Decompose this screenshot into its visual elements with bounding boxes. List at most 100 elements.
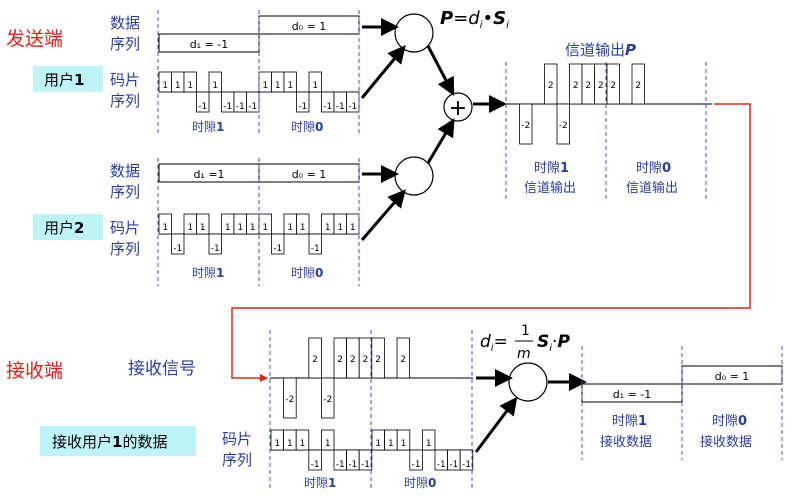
u2-chip-label-2: 序列 bbox=[110, 240, 140, 258]
u1-slot0-chip-label: -1 bbox=[348, 102, 357, 112]
u1-d1-box bbox=[158, 33, 260, 53]
u2-slot1-chip bbox=[158, 213, 172, 235]
u1-slot1-chip-label: -1 bbox=[248, 102, 257, 112]
u1-slot1-chip-label: 1 bbox=[187, 81, 193, 91]
u2-chip-arrow bbox=[360, 189, 406, 241]
u1-slot1-chip-label: -1 bbox=[236, 102, 245, 112]
recv-slot1-chip bbox=[358, 449, 373, 471]
u1-slot0-chip bbox=[283, 71, 297, 93]
recv-slot0-chip bbox=[409, 449, 423, 471]
recv-chip-label-2: 序列 bbox=[222, 451, 252, 469]
u2-slot0-chip-label: -1 bbox=[273, 244, 282, 254]
recv-bar-label: -2 bbox=[285, 395, 294, 405]
recv-signal-label: 接收信号 bbox=[128, 359, 196, 379]
u2-slot1-chip-label: -1 bbox=[211, 244, 220, 254]
ch-slot1-label-b: 信道输出 bbox=[524, 180, 576, 196]
recv-slot1-chip bbox=[308, 449, 322, 471]
u2-slot0-chip-label: 1 bbox=[337, 223, 343, 233]
u1-slot0-chip-label: 1 bbox=[287, 81, 293, 91]
receiver-label: 接收端 bbox=[6, 360, 63, 382]
recv-formula-den: m bbox=[517, 346, 531, 362]
u1-slot1-chip-label: 1 bbox=[175, 81, 181, 91]
recv-slot1-chip-label: 1 bbox=[300, 439, 306, 449]
u2-slot1-chip-label: 1 bbox=[225, 223, 231, 233]
recv-slot1-chip-label: 1 bbox=[325, 439, 331, 449]
recv-chip-label-1: 码片 bbox=[222, 430, 252, 448]
channel-bar-label: -2 bbox=[559, 121, 568, 131]
recv-chip-arrow bbox=[474, 396, 518, 453]
channel-bar bbox=[519, 103, 533, 145]
recv-slot0-chip-label: 1 bbox=[401, 439, 407, 449]
u2-to-adder-arrow bbox=[426, 118, 455, 164]
recv-slot0-chip-label: -1 bbox=[437, 460, 446, 470]
u2-slot1-chip-label: -1 bbox=[173, 244, 182, 254]
adder-circle bbox=[443, 92, 473, 122]
u2-slot1-chip-label: 1 bbox=[237, 223, 243, 233]
recv-user1-badge: 接收用户1的数据 bbox=[52, 433, 167, 451]
recv-formula-num: 1 bbox=[521, 323, 530, 339]
recv-formula-lhs: di= bbox=[480, 332, 508, 354]
recv-slot0-chip bbox=[396, 429, 411, 451]
u2-chip-label-1: 码片 bbox=[110, 219, 140, 237]
recv-bar-label: 2 bbox=[350, 355, 356, 365]
u2-slot0-chip-label: 1 bbox=[287, 223, 293, 233]
transfer-arrow bbox=[231, 103, 751, 382]
recv-slot1-out-b: 接收数据 bbox=[600, 434, 652, 450]
recv-slot1-chip-label: 1 bbox=[274, 439, 280, 449]
recv-d0-text: d₀ = 1 bbox=[715, 370, 750, 383]
recv-slot1-chip-label: -1 bbox=[361, 460, 370, 470]
recv-bar bbox=[308, 337, 322, 379]
channel-bar-label: 2 bbox=[573, 81, 579, 91]
u2-slot0-chip-label: -1 bbox=[311, 244, 320, 254]
recv-slot1-chip-label: -1 bbox=[311, 460, 320, 470]
channel-bar bbox=[631, 63, 645, 105]
recv-multiplier-circle bbox=[508, 362, 548, 402]
recv-slot1-chip-label: -1 bbox=[348, 460, 357, 470]
u1-slot1-chip bbox=[183, 71, 197, 93]
u1-slot0-chip-label: -1 bbox=[323, 102, 332, 112]
u1-to-adder-arrow bbox=[426, 45, 455, 96]
user2-badge-bg bbox=[33, 214, 103, 240]
u2-d1-text: d₁ =1 bbox=[193, 168, 224, 181]
ch-slot0-label-a: 时隙0 bbox=[636, 161, 671, 176]
u2-data-label-2: 序列 bbox=[110, 183, 140, 201]
u2-slot1-chip-label: 1 bbox=[200, 223, 206, 233]
u2-slot1-chip bbox=[196, 213, 210, 235]
u1-d0-text: d₀ = 1 bbox=[292, 20, 327, 33]
recv-slot1-chip-label: 1 bbox=[287, 439, 293, 449]
recv-slot0-chip-label: -1 bbox=[412, 460, 421, 470]
u1-slot0-chip-label: 1 bbox=[312, 81, 318, 91]
ch-slot0-label-b: 信道输出 bbox=[626, 180, 678, 196]
u2-slot1-chip-label: 1 bbox=[250, 223, 256, 233]
u1-d1-text: d₁ = -1 bbox=[190, 38, 229, 51]
sender-label: 发送端 bbox=[6, 28, 63, 50]
u1-slot0-chip bbox=[308, 71, 322, 93]
u1-slot0-chip-label: 1 bbox=[275, 81, 281, 91]
channel-bar bbox=[606, 63, 620, 105]
u1-slot1-label: 时隙1 bbox=[192, 120, 224, 134]
recv-slot0-label: 时隙0 bbox=[404, 476, 436, 490]
u1-slot0-chip-label: -1 bbox=[298, 102, 307, 112]
u2-slot0-chip bbox=[308, 233, 322, 255]
u2-slot1-chip bbox=[208, 233, 222, 255]
u2-slot1-chip-label: 1 bbox=[187, 223, 193, 233]
channel-bar bbox=[544, 63, 558, 105]
u2-multiplier-circle bbox=[394, 156, 434, 196]
u1-chip-label-2: 序列 bbox=[110, 92, 140, 110]
u1-multiplier-circle bbox=[394, 13, 434, 53]
u1-slot1-chip-label: -1 bbox=[223, 102, 232, 112]
recv-bar-label: 2 bbox=[363, 355, 369, 365]
u2-slot0-chip-label: 1 bbox=[262, 223, 268, 233]
recv-bar-label: 2 bbox=[400, 355, 406, 365]
recv-d1-box bbox=[581, 383, 683, 403]
u2-slot1-chip-label: 1 bbox=[162, 223, 168, 233]
u1-slot1-chip-label: 1 bbox=[162, 81, 168, 91]
u1-data-label-2: 序列 bbox=[110, 35, 140, 53]
recv-slot0-chip-label: -1 bbox=[462, 460, 471, 470]
u2-d0-text: d₀ = 1 bbox=[292, 168, 327, 181]
formula-P: P=di•Si bbox=[440, 8, 509, 31]
user2-badge: 用户2 bbox=[44, 219, 84, 237]
recv-bar bbox=[396, 337, 411, 379]
